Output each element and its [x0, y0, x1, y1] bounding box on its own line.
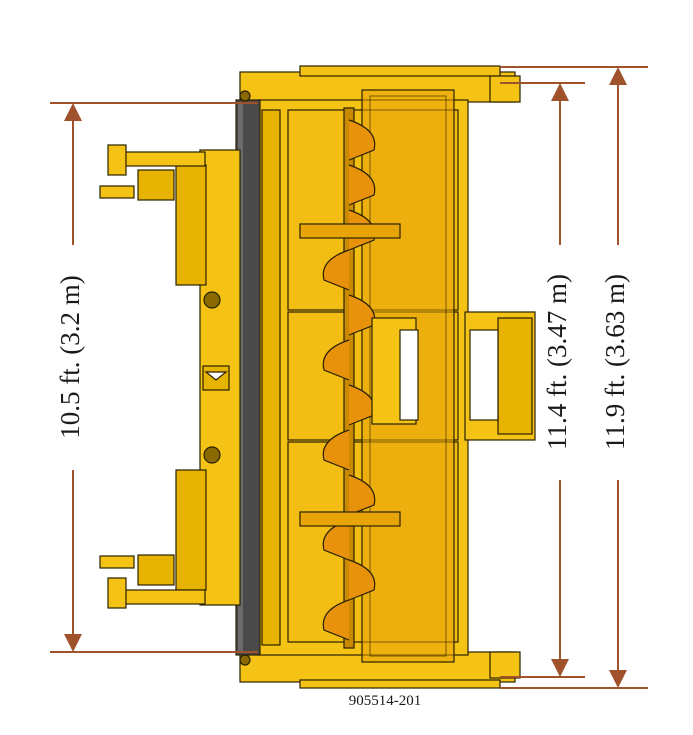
left-dimension-label: 10.5 ft. (3.2 m): [55, 275, 85, 438]
dimension-lines: [50, 66, 648, 689]
attachment-top-view: [99, 65, 536, 689]
part-number: 905514-201: [349, 693, 422, 709]
right-dimension-label: 11.9 ft. (3.63 m): [600, 274, 630, 450]
middle-dimension-label: 11.4 ft. (3.47 m): [542, 274, 572, 450]
